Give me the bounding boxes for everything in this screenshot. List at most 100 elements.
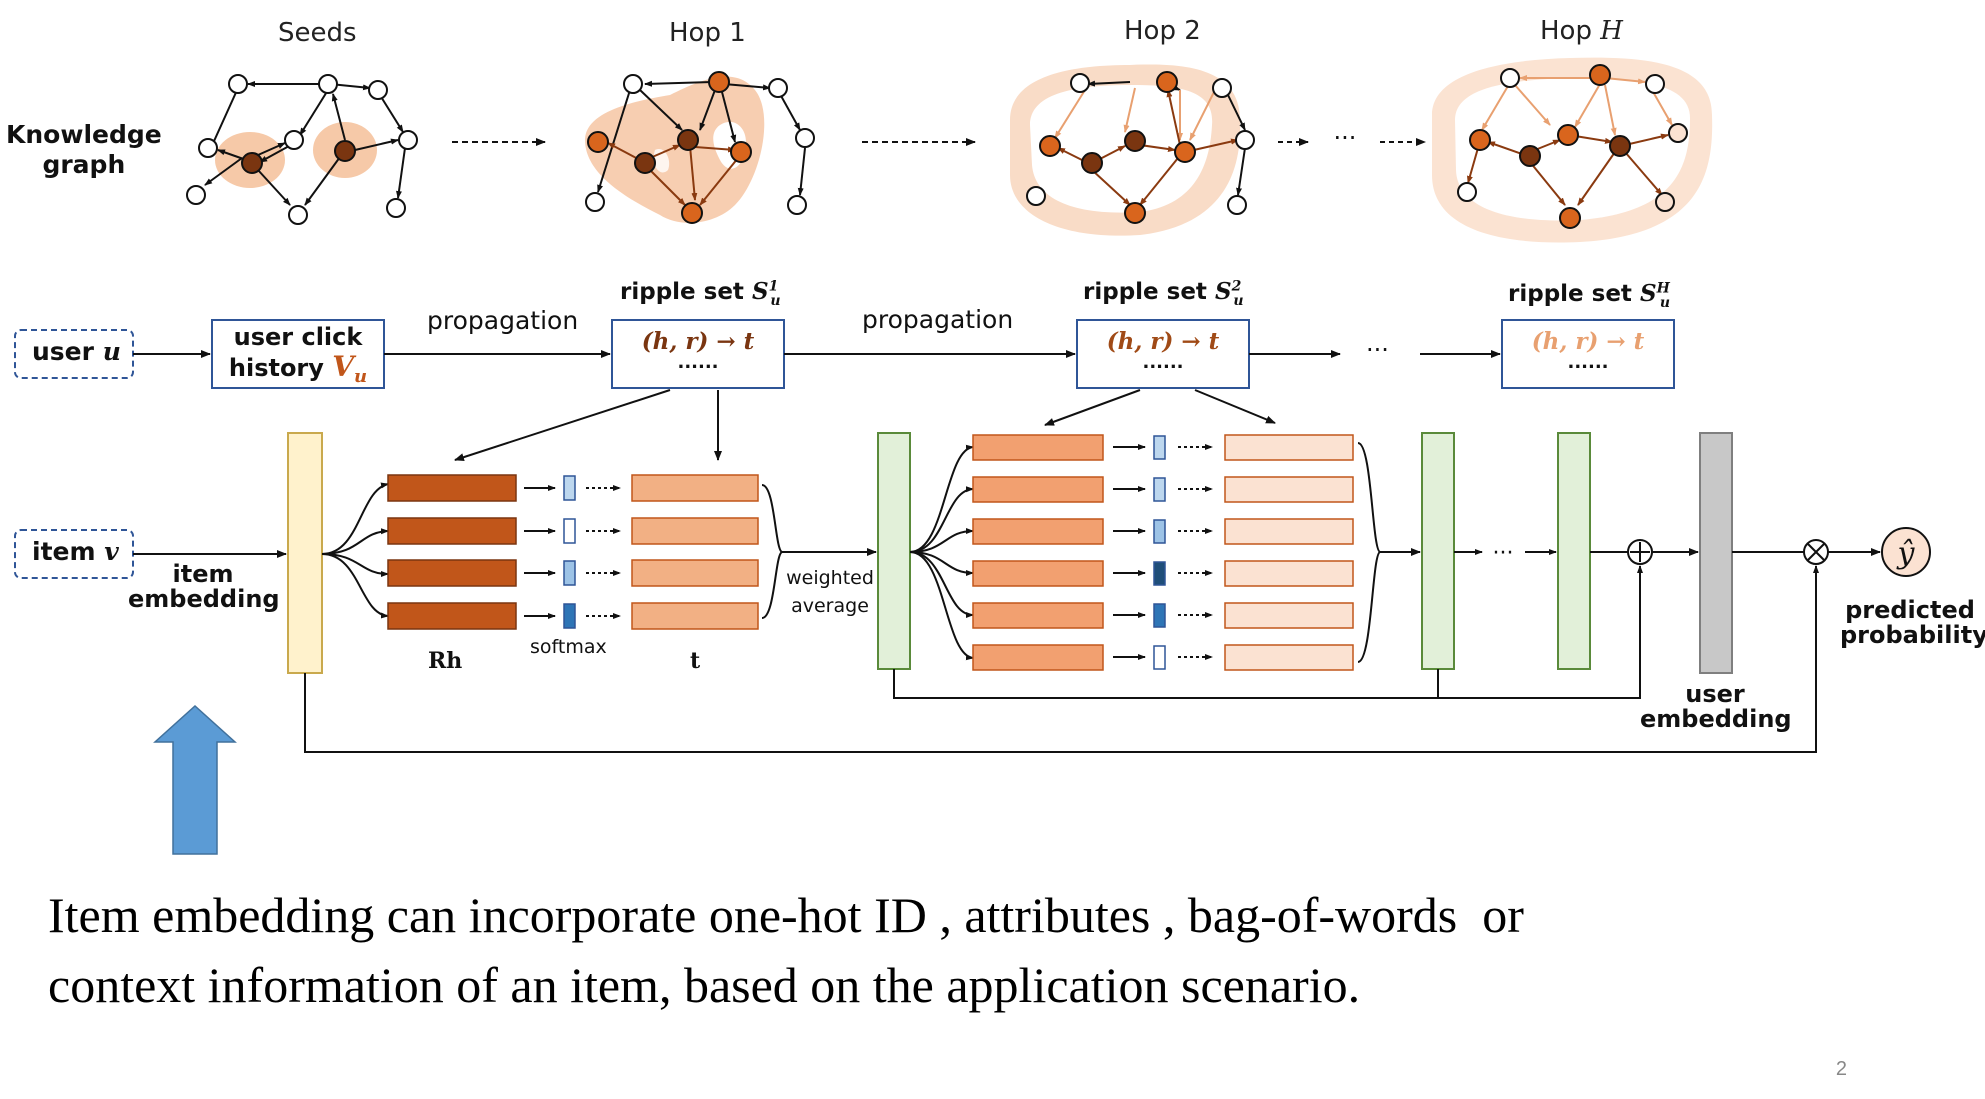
ripple-set-sup: H [1656, 280, 1670, 297]
hop-ellipsis: ··· [1334, 124, 1357, 152]
predicted-line2: probability [1840, 621, 1985, 649]
highlight-arrow-icon [153, 704, 237, 855]
t-bar [1224, 602, 1354, 629]
ripple-ellipsis: ··· [1366, 336, 1389, 364]
hop2-response-bar [1421, 432, 1455, 670]
softmax-cell [1153, 561, 1166, 586]
softmax-cell [563, 603, 576, 629]
branch-curves-1 [321, 482, 389, 619]
head-arrow [1044, 389, 1141, 426]
t-bar [631, 517, 759, 545]
t-bar [1224, 476, 1354, 503]
ripple-set-box-1 [611, 319, 785, 389]
ripple-set-title-text: ripple set [1508, 281, 1632, 307]
softmax-cell [1153, 603, 1166, 628]
predicted-line1: predicted [1845, 596, 1975, 624]
item-var: v [104, 537, 119, 566]
click-history-word: history [228, 354, 324, 382]
page-number: 2 [1835, 1058, 1847, 1080]
hopH-response-bar [1557, 432, 1591, 670]
ripple-dots-2: ...... [1142, 352, 1184, 373]
ripple-set-sub: u [1233, 292, 1244, 309]
user-var: u [102, 337, 121, 366]
item-embedding-line1: item [172, 560, 234, 588]
hop1-response-bar [877, 432, 911, 670]
ripple-triple-2: (h, r) → t [1106, 328, 1220, 355]
ripple-set-sup: 2 [1231, 278, 1242, 295]
t-bar [1224, 644, 1354, 671]
brace [761, 484, 786, 619]
head-arrow [454, 389, 671, 462]
knowledge-graph-label-line2: graph [42, 150, 126, 179]
softmax-cell [563, 475, 576, 501]
ripple-set-box-h [1501, 319, 1675, 389]
ripple-set-box-2 [1076, 319, 1250, 389]
hop-h-prefix: Hop [1540, 16, 1592, 46]
t-label: t [690, 648, 701, 674]
caption-line-2: context information of an item, based on… [48, 957, 1361, 1013]
rh-bar [387, 602, 517, 630]
response-ellipsis: ··· [1493, 541, 1514, 566]
rh-bar [387, 474, 517, 502]
rh-bar [972, 434, 1104, 461]
click-history-line1: user click [233, 323, 363, 351]
click-history-label: user click history Vu [214, 322, 382, 392]
ripple-set-title-1: ripple set S1u [620, 278, 781, 309]
hop2-attention [972, 434, 1384, 671]
caption-line-1: Item embedding can incorporate one-hot I… [48, 887, 1524, 943]
rh-bar [972, 560, 1104, 587]
softmax-cell [563, 518, 576, 544]
item-input-label: item v [32, 537, 119, 566]
knowledge-graph-label-line1: Knowledge [6, 120, 162, 149]
click-history-var: V [332, 350, 355, 383]
ripple-set-sub: u [1659, 294, 1670, 311]
ripple-set-sym: S [751, 278, 769, 305]
t-bar [631, 474, 759, 502]
stage-label-hop-h: Hop H [1540, 16, 1623, 46]
t-bar [631, 559, 759, 587]
rh-bar [972, 644, 1104, 671]
user-embedding-bar [1699, 432, 1733, 674]
user-embedding-line2: embedding [1640, 705, 1792, 733]
item-embedding-line2: embedding [128, 585, 280, 613]
stage-label-hop-1: Hop 1 [669, 18, 746, 48]
softmax-label: softmax [530, 636, 607, 658]
user-embedding-label: user embedding [1640, 680, 1792, 733]
knowledge-graph-label: Knowledge graph [6, 120, 162, 180]
click-history-sub: u [354, 365, 368, 387]
ripple-set-sup: 1 [768, 278, 779, 295]
y-hat: ŷ [1896, 536, 1916, 571]
ripple-set-sym: S [1214, 278, 1232, 305]
ripple-set-title-text: ripple set [1083, 279, 1207, 305]
rh-bar [972, 476, 1104, 503]
skip-connections [304, 565, 1819, 753]
user-input-label: user u [32, 337, 121, 366]
prediction-node [1881, 527, 1931, 577]
graph-seeds [186, 74, 418, 225]
softmax-cell [563, 560, 576, 586]
item-text: item [32, 537, 96, 566]
hop1-attention [387, 474, 786, 630]
predicted-probability-label: predicted probability [1840, 596, 1985, 649]
ripple-triple-h: (h, r) → t [1531, 328, 1645, 355]
ripple-set-title-text: ripple set [620, 279, 744, 305]
ripple-set-title-2: ripple set S2u [1083, 278, 1244, 309]
propagation-label-2: propagation [862, 305, 1014, 334]
t-bar [1224, 434, 1354, 461]
ripple-set-title-h: ripple set SHu [1508, 280, 1670, 311]
ripple-set-sub: u [770, 292, 781, 309]
rh-bar [387, 559, 517, 587]
t-bar [631, 602, 759, 630]
user-text: user [32, 337, 94, 366]
weighted-line2: average [791, 595, 869, 617]
branch-curves-2 [909, 444, 974, 661]
ripple-dots-h: ...... [1567, 352, 1609, 373]
t-bar [1224, 518, 1354, 545]
click-history-line2: history Vu [214, 352, 382, 392]
rh-bar [972, 602, 1104, 629]
ripple-dots-1: ...... [677, 352, 719, 373]
item-embedding-bar [287, 432, 323, 674]
user-embedding-line1: user [1685, 680, 1745, 708]
rh-label: Rh [428, 648, 463, 674]
